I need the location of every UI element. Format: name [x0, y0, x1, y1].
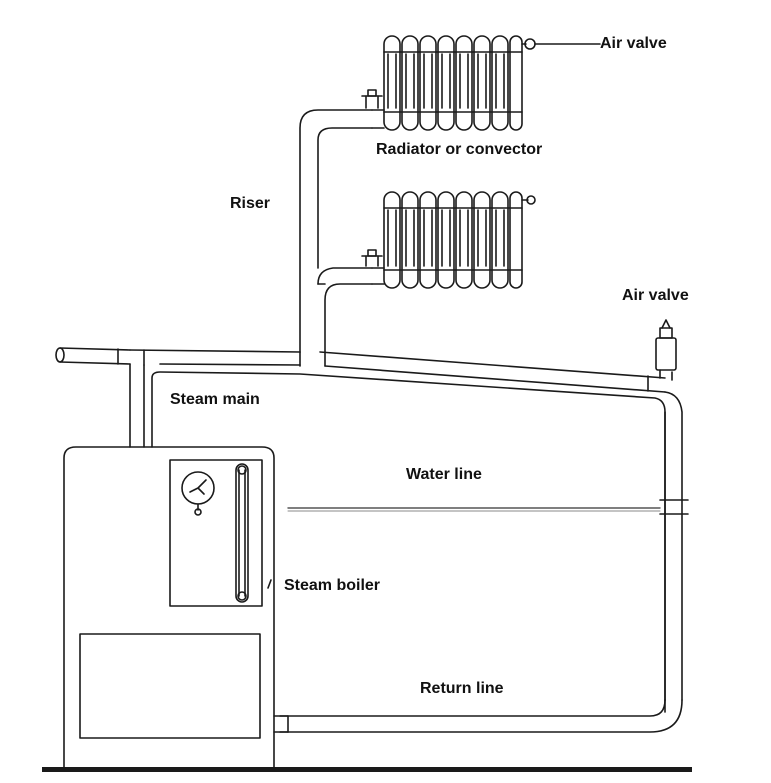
boiler-fire-door: [79, 633, 261, 739]
label-steam-main: Steam main: [170, 391, 260, 408]
label-air-valve-right: Air valve: [622, 287, 689, 304]
return-line-pipe: [279, 391, 689, 733]
pressure-gauge-icon: [181, 471, 215, 516]
floor-line: [42, 767, 692, 772]
label-water-line: Water line: [406, 466, 482, 483]
water-line: [287, 507, 661, 512]
riser-pipe: [299, 109, 373, 353]
upper-radiator: [371, 35, 523, 131]
radiator-air-valve: [521, 38, 601, 50]
gauge-panel: [169, 459, 263, 607]
label-air-valve-top: Air valve: [600, 35, 667, 52]
steam-main-loop: [151, 371, 666, 713]
steam-boiler: [63, 446, 275, 768]
boiler-supply-pipe: [129, 363, 145, 448]
sight-glass: [235, 463, 249, 603]
label-radiator: Radiator or convector: [376, 141, 543, 158]
main-air-valve: [655, 319, 677, 381]
upper-radiator-valve: [361, 89, 383, 109]
lower-radiator: [371, 191, 536, 289]
steam-main-pipe: [55, 347, 666, 393]
label-return-line: Return line: [420, 680, 504, 697]
label-riser: Riser: [230, 195, 271, 212]
boiler-return-connection: [273, 715, 289, 733]
label-steam-boiler: Steam boiler: [284, 577, 381, 594]
lower-radiator-valve: [361, 249, 383, 267]
